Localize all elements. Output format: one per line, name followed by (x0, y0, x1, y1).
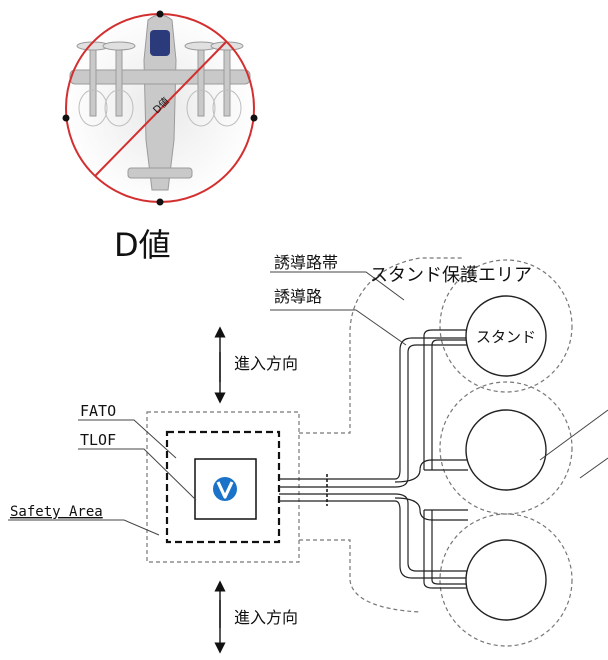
stand-2 (465, 409, 547, 491)
circle-point-right (250, 114, 258, 122)
taxiway-strip-label: 誘導路帯 (274, 253, 338, 272)
circle-point-bottom (156, 198, 164, 206)
stand-protection-area-1 (439, 259, 573, 393)
fato-label: FATO (80, 402, 116, 420)
stand-label: スタンド (476, 328, 536, 346)
stand-1 (465, 295, 547, 377)
stand-protection-area-3 (439, 513, 573, 647)
leader-lines (8, 271, 608, 536)
stand-protection-area-label: スタンド保護エリア (370, 265, 532, 286)
tlof-label: TLOF (80, 431, 116, 449)
taxiway-strip-outline-top (299, 257, 462, 434)
taxiway-strip-outline-bottom (299, 539, 421, 613)
v-logo-icon (213, 477, 237, 501)
taxiway-label: 誘導路 (274, 287, 322, 306)
taxiway-lines (279, 329, 468, 589)
approach-direction-top-label: 進入方向 (234, 354, 298, 373)
safety-area-label: Safety Area (10, 504, 103, 520)
d-diagonal (94, 41, 227, 177)
stand-3 (465, 539, 547, 621)
d-value-caption: D値 (114, 226, 171, 264)
circle-point-top (156, 10, 164, 18)
stand-protection-area-2 (439, 381, 573, 515)
circle-point-left (62, 114, 70, 122)
approach-direction-bottom-label: 進入方向 (234, 608, 298, 627)
aircraft-icon (69, 14, 251, 191)
d-value-illustration: D値 (62, 10, 258, 206)
